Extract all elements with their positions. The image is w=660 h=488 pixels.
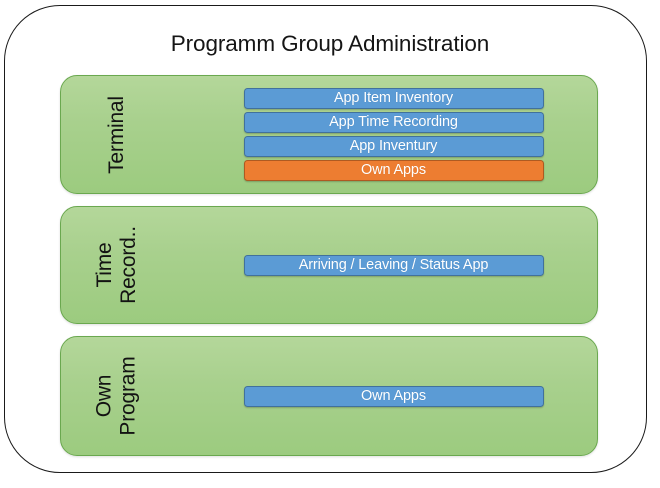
group-band-label-own-program: Own Program: [61, 337, 173, 455]
outer-frame-border: [4, 5, 647, 473]
group-items-terminal: App Item Inventory App Time Recording Ap…: [188, 76, 599, 193]
group-band-label-terminal: Terminal: [61, 76, 173, 193]
item-bar-label: Arriving / Leaving / Status App: [298, 256, 489, 273]
group-items-own-program: Own Apps: [188, 337, 599, 455]
group-band-label-text: Time Record..: [92, 226, 140, 304]
group-items-time-recording: Arriving / Leaving / Status App: [188, 207, 599, 323]
item-bar-app-item-inventory[interactable]: App Item Inventory: [243, 88, 544, 109]
group-band-own-program[interactable]: Own Program Own Apps: [60, 336, 598, 456]
group-band-label-time-recording: Time Record..: [61, 207, 173, 323]
item-bar-app-time-recording[interactable]: App Time Recording: [243, 112, 544, 133]
group-band-label-text: Own Program: [93, 356, 140, 436]
item-bar-own-apps-own-program[interactable]: Own Apps: [243, 385, 544, 407]
group-band-label-text: Terminal: [104, 95, 128, 174]
item-bar-label: Own Apps: [361, 162, 426, 178]
item-bar-arriving-leaving-status-app[interactable]: Arriving / Leaving / Status App: [243, 254, 544, 276]
item-bar-label: App Inventury: [349, 138, 438, 154]
item-bar-label: Own Apps: [361, 387, 426, 404]
item-bar-own-apps-terminal[interactable]: Own Apps: [243, 160, 544, 181]
page-title: Programm Group Administration: [170, 31, 490, 56]
item-bar-app-inventury[interactable]: App Inventury: [243, 136, 544, 157]
item-bar-label: App Time Recording: [329, 114, 458, 130]
item-bar-label: App Item Inventory: [334, 90, 453, 106]
group-band-time-recording[interactable]: Time Record.. Arriving / Leaving / Statu…: [60, 206, 598, 324]
group-band-terminal[interactable]: Terminal App Item Inventory App Time Rec…: [60, 75, 598, 194]
